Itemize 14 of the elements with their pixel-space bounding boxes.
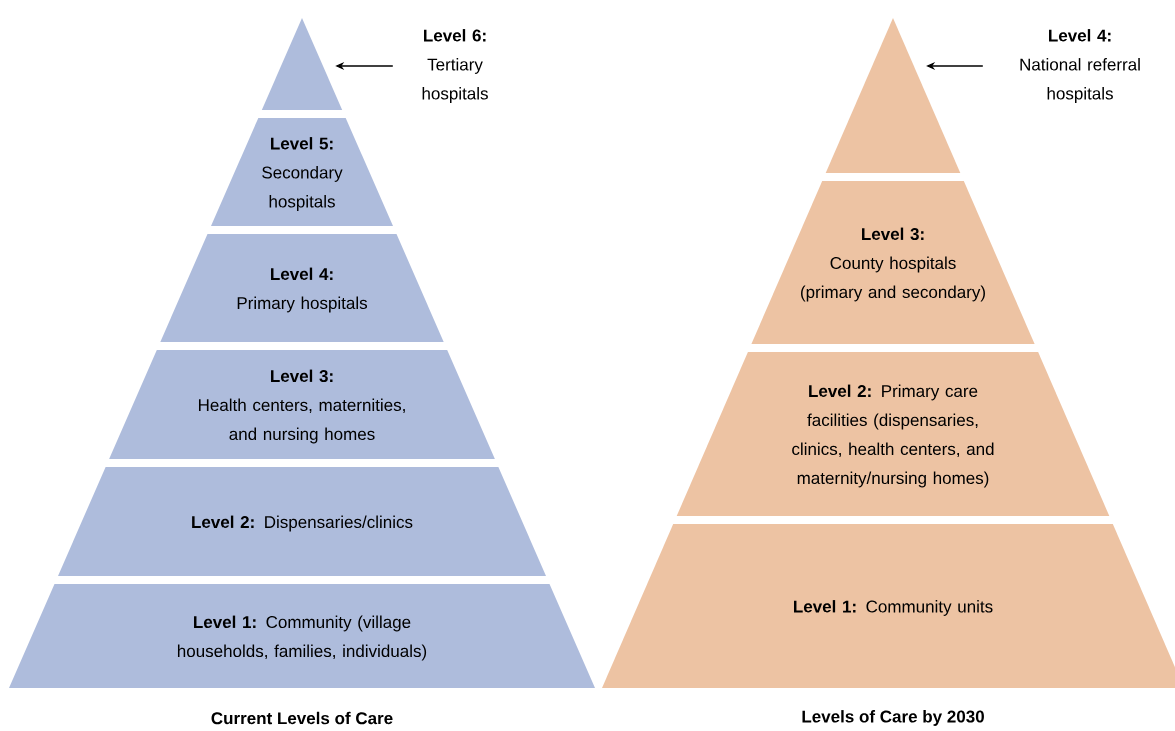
pyramid-level: Level 1: Community units xyxy=(602,524,1175,688)
pyramid-level: Level 4: Primary hospitals xyxy=(160,234,444,342)
pyramid-level: Level 1: Community (village households, families, individuals) xyxy=(9,584,595,688)
pyramid-level: Level 2: Dispensaries/clinics xyxy=(58,467,546,576)
pyramid-caption: Current Levels of Care xyxy=(211,711,393,725)
pyramid-tip xyxy=(825,18,961,173)
level-label: Level 6: Tertiary hospitals xyxy=(422,29,488,103)
pyramid-level: Level 2: Primary care facilities (dispensaries, clinics, health centers, and maternity/nursing homes) xyxy=(676,352,1110,516)
level-label: Level 4: National referral hospitals xyxy=(1020,29,1140,103)
pyramid-level: Level 3: Health centers, maternities, and nursing homes xyxy=(109,350,495,459)
pyramid-tip xyxy=(261,18,343,110)
pyramid-caption: Levels of Care by 2030 xyxy=(802,710,984,726)
pyramid-level: Level 5: Secondary hospitals xyxy=(211,118,393,226)
pyramid-level: Level 3: County hospitals (primary and secondary) xyxy=(751,181,1035,344)
